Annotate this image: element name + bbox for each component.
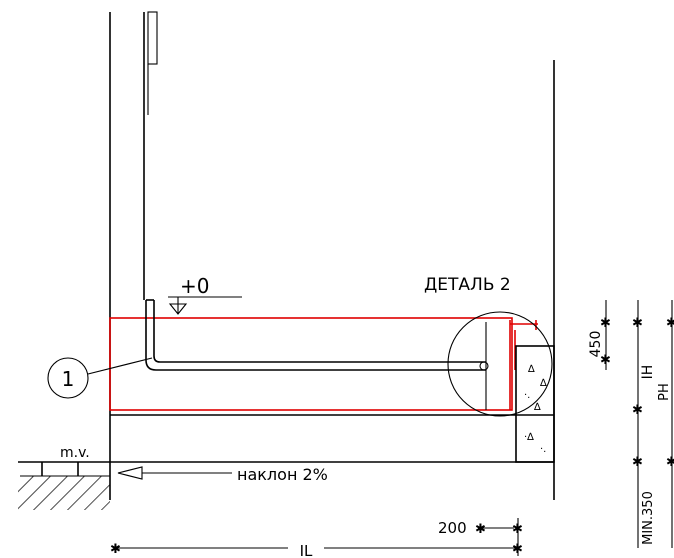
svg-text:∆: ∆ <box>533 402 541 413</box>
callout-1: 1 <box>47 357 153 399</box>
dim-ph: PH <box>657 383 672 401</box>
slope-arrow: наклон 2% <box>117 465 328 484</box>
svg-text:✱: ✱ <box>600 316 611 331</box>
ground-label: m.v. <box>60 445 90 461</box>
svg-text:✱: ✱ <box>512 522 523 537</box>
svg-text:✱: ✱ <box>512 542 523 557</box>
bottom-dimensions: ✱ ✱ ✱ ✱ 200 IL <box>110 518 523 558</box>
svg-text:∆: ∆ <box>539 378 547 389</box>
floor-slab <box>110 414 554 463</box>
wall <box>109 11 158 500</box>
svg-text:✱: ✱ <box>632 316 643 331</box>
ground-marker: m.v. <box>18 445 110 510</box>
callout-number: 1 <box>62 367 75 391</box>
svg-text:✱: ✱ <box>632 403 643 418</box>
dim-450: 450 <box>588 331 604 358</box>
slope-label: наклон 2% <box>237 465 328 484</box>
svg-text:✱: ✱ <box>475 522 486 537</box>
svg-text:·.: ·. <box>540 444 546 455</box>
svg-text:✱: ✱ <box>632 455 643 470</box>
right-dimensions: ✱ ✱ ✱ ✱ ✱ ✱ ✱ 450 IH PH MIN.350 <box>588 300 674 548</box>
svg-text:✱: ✱ <box>600 353 611 368</box>
svg-text:✱: ✱ <box>666 316 674 331</box>
svg-text:·.: ·. <box>524 390 530 401</box>
concrete-block: ∆ ∆ ·. ∆ ·∆ ·. <box>515 345 555 463</box>
svg-text:✱: ✱ <box>666 455 674 470</box>
svg-text:∆: ∆ <box>527 364 535 375</box>
detail-label: ДЕТАЛЬ 2 <box>424 275 511 295</box>
svg-text:·∆: ·∆ <box>524 432 534 443</box>
dim-ih: IH <box>640 365 656 380</box>
dim-200: 200 <box>438 519 467 537</box>
dim-min350: MIN.350 <box>641 491 656 545</box>
svg-text:✱: ✱ <box>110 542 121 557</box>
dim-il: IL <box>300 542 313 558</box>
detail-circle <box>447 311 553 417</box>
pipe <box>145 299 489 371</box>
channel-outline <box>109 317 538 411</box>
level-label: +0 <box>180 274 209 298</box>
level-marker: +0 <box>168 274 242 315</box>
